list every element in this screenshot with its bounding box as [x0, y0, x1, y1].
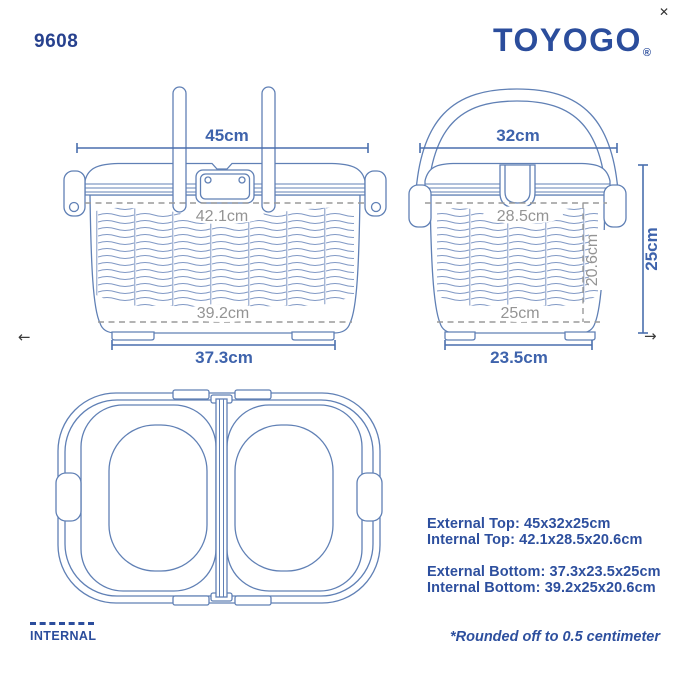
side-view-drawing: 28.5cm 25cm 20.6cm 32cm 23.5cm 25cm [408, 88, 661, 367]
top-center-divider [210, 394, 233, 602]
internal-dash-sample [30, 622, 94, 625]
side-bottom-dimension-line [444, 340, 593, 350]
front-basket-body [89, 194, 361, 341]
bottom-tab-right [234, 595, 272, 606]
top-tab-right [234, 389, 272, 400]
front-view-drawing: 42.1cm 39.2cm 45cm 37.3cm [63, 86, 387, 367]
front-right-foot [291, 331, 335, 341]
side-right-foot [564, 331, 596, 341]
side-basket-body [429, 194, 606, 341]
top-tab-left [172, 389, 210, 400]
top-right-mesh-panel [234, 424, 334, 572]
front-internal-bottom-width-label: 39.2cm [197, 305, 249, 322]
side-external-bottom-depth-label: 23.5cm [490, 348, 548, 367]
front-left-foot [111, 331, 155, 341]
spec-external-top: External Top: 45x32x25cm [427, 516, 611, 532]
brand-name: TOYOGO [493, 22, 642, 58]
front-top-dimension-line [76, 143, 369, 153]
front-basket-lid [63, 162, 387, 217]
front-internal-top-width-label: 42.1cm [196, 208, 248, 225]
spec-external-bottom: External Bottom: 37.3x23.5x25cm [427, 564, 661, 580]
side-left-handle-mount [408, 184, 432, 228]
top-left-grip-tab [55, 472, 82, 522]
bottom-tab-left [172, 595, 210, 606]
front-right-handle-pivot [364, 170, 387, 217]
front-latch [195, 169, 255, 204]
front-external-bottom-width-label: 37.3cm [195, 348, 253, 367]
side-internal-height-label: 20.6cm [584, 234, 601, 286]
spec-internal-top: Internal Top: 42.1x28.5x20.6cm [427, 531, 643, 548]
top-internal-view-drawing [55, 389, 383, 606]
side-internal-top-depth-label: 28.5cm [497, 208, 549, 225]
side-height-dimension-line [638, 164, 648, 334]
registered-trademark-icon: ® [642, 47, 651, 59]
front-left-handle-pivot [63, 170, 86, 217]
front-right-handle [261, 86, 276, 213]
side-handle-arch [414, 88, 620, 218]
dimension-specs: External Top: 45x32x25cm Internal Top: 4… [427, 516, 661, 596]
side-top-dimension-line [419, 143, 618, 153]
rounding-footnote: *Rounded off to 0.5 centimeter [449, 629, 660, 645]
side-internal-bottom-depth-label: 25cm [500, 305, 539, 322]
front-bottom-dimension-line [111, 340, 336, 350]
top-right-grip-tab [356, 472, 383, 522]
internal-label: INTERNAL [30, 629, 97, 643]
side-basket-lid [408, 162, 627, 228]
side-external-top-depth-label: 32cm [496, 126, 539, 145]
front-handles [172, 86, 276, 213]
product-code: 9608 [34, 31, 79, 52]
brand-logo: TOYOGO® [493, 22, 651, 59]
close-icon[interactable]: ✕ [658, 5, 669, 19]
front-left-handle [172, 86, 187, 213]
front-external-top-width-label: 45cm [205, 126, 248, 145]
side-weave-texture [437, 208, 598, 307]
side-left-foot [444, 331, 476, 341]
spec-internal-bottom: Internal Bottom: 39.2x25x20.6cm [427, 579, 656, 596]
side-external-height-label: 25cm [642, 227, 661, 270]
side-right-handle-mount [603, 184, 627, 228]
prev-arrow[interactable]: ← [18, 328, 31, 346]
top-left-mesh-panel [108, 424, 208, 572]
internal-legend: INTERNAL [30, 622, 96, 643]
front-weave-texture [96, 207, 354, 310]
